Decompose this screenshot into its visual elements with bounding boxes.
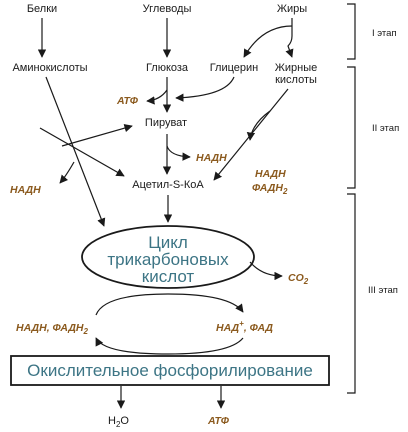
stage-brackets: I этап II этап III этап: [347, 3, 399, 394]
arrow-regeneration-top: [95, 293, 244, 316]
arrow-cycle-co2: [249, 261, 283, 281]
oxphos-box: [10, 355, 330, 386]
node-fatty-acids-line1: Жирные: [275, 62, 318, 74]
arrow-regeneration-bottom: [95, 337, 244, 355]
arrow-amino-to-cycle: [45, 76, 106, 227]
arrow-amino-to-pyruvate: [61, 124, 133, 147]
stage2-label: II этап: [372, 123, 399, 134]
node-glucose: Глюкоза: [146, 62, 189, 74]
stage1-label: I этап: [372, 28, 397, 39]
cycle-label-line3: кислот: [142, 267, 195, 286]
cycle-label-line1: Цикл: [148, 233, 188, 252]
arrow-fats-to-fatty-acids: [285, 18, 294, 58]
cycle-ellipse: [81, 225, 255, 289]
node-proteins: Белки: [27, 3, 57, 15]
product-co2: CO2: [288, 272, 309, 286]
node-fats: Жиры: [277, 3, 307, 15]
product-atp-glycolysis: АТФ: [116, 95, 139, 107]
product-nadh-fatty: НАДН: [255, 168, 286, 180]
cycle-label-line2: трикарбоновых: [107, 250, 229, 269]
arrow-fats-to-glycerol: [243, 25, 293, 58]
arrow-glycerol-to-pyruvate: [175, 76, 235, 102]
arrow-fatty-nadh: [246, 110, 271, 141]
node-glycerol: Глицерин: [210, 62, 259, 74]
arrow-amino-to-acetyl-coa: [39, 127, 125, 177]
arrow-pyruvate-nadh: [166, 145, 191, 161]
node-carbohydrates: Углеводы: [143, 3, 192, 15]
node-amino-acids: Аминокислоты: [12, 62, 87, 74]
stage1-bracket: [347, 3, 356, 60]
oxphos-label: Окислительное фосфорилирование: [27, 361, 313, 380]
arrow-amino-nadh: [59, 161, 75, 184]
product-water: H2O: [108, 415, 129, 429]
product-fadh2-fatty: ФАДН2: [252, 182, 288, 196]
node-fatty-acids-line2: кислоты: [275, 74, 317, 86]
arrow-glycolysis-atp: [146, 89, 168, 105]
stage2-bracket: [347, 66, 356, 189]
stage3-label: III этап: [368, 285, 398, 296]
product-nad-fad: НАД+, ФАД: [216, 319, 273, 334]
stage3-bracket: [347, 193, 356, 394]
node-pyruvate: Пируват: [145, 117, 187, 129]
product-nadh-amino: НАДН: [10, 184, 41, 196]
product-nadh-pyruvate: НАДН: [196, 152, 227, 164]
product-atp-final: АТФ: [207, 415, 230, 427]
product-nadh-fadh2-cycle: НАДН, ФАДН2: [16, 322, 89, 336]
node-acetyl-coa: Ацетил-S-КоА: [132, 179, 204, 191]
